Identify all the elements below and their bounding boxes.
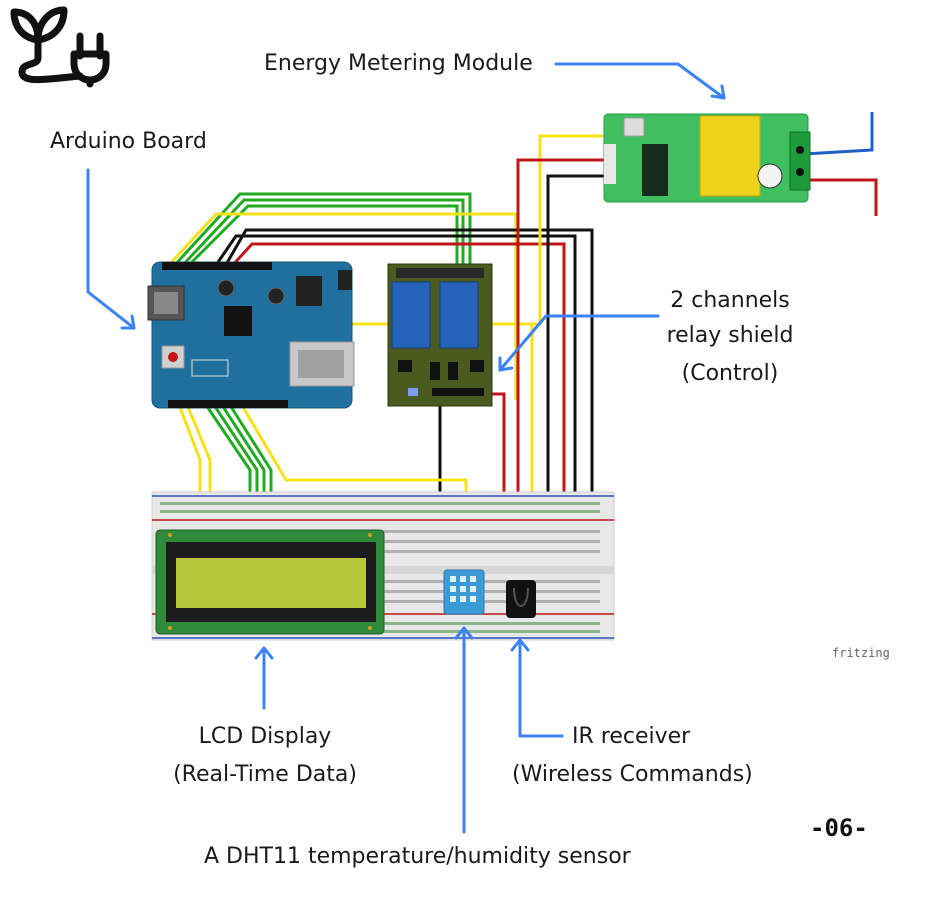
lcd-label-line2: (Real-Time Data) bbox=[173, 762, 357, 787]
dht11-sensor bbox=[443, 569, 485, 615]
wire-black bbox=[222, 228, 594, 498]
relay-label-line1: 2 channels bbox=[670, 288, 790, 313]
wire-black bbox=[546, 174, 612, 498]
ir-receiver bbox=[506, 580, 536, 618]
lcd-display bbox=[155, 529, 385, 635]
fritzing-watermark: fritzing bbox=[832, 646, 890, 660]
energy-module-label: Energy Metering Module bbox=[264, 51, 533, 76]
wire-black bbox=[212, 234, 577, 628]
wire-red bbox=[516, 158, 612, 498]
arrow-relay bbox=[498, 314, 660, 372]
pointer-arrows bbox=[86, 62, 726, 834]
lcd-label-line1: LCD Display bbox=[198, 724, 332, 749]
dht-label: A DHT11 temperature/humidity sensor bbox=[204, 844, 631, 869]
wire-yellow bbox=[164, 212, 518, 400]
plant-plug-icon bbox=[10, 6, 110, 88]
ir-label-line2: (Wireless Commands) bbox=[512, 762, 753, 787]
wire-blue bbox=[803, 112, 874, 156]
wire-red bbox=[228, 242, 566, 498]
arrow-arduino bbox=[86, 168, 136, 330]
energy-metering-module bbox=[603, 113, 811, 203]
arrow-energy-module bbox=[554, 62, 726, 100]
arduino-board bbox=[147, 261, 355, 409]
arduino-label: Arduino Board bbox=[50, 129, 207, 154]
page-number: -06- bbox=[810, 814, 868, 842]
relay-shield bbox=[387, 263, 493, 407]
relay-label-line2: relay shield bbox=[666, 323, 794, 348]
arrow-ir bbox=[518, 638, 564, 738]
relay-label-line3: (Control) bbox=[681, 361, 779, 386]
ir-label-line1: IR receiver bbox=[572, 724, 691, 749]
wire-red bbox=[804, 178, 878, 216]
wire-red bbox=[486, 392, 506, 498]
